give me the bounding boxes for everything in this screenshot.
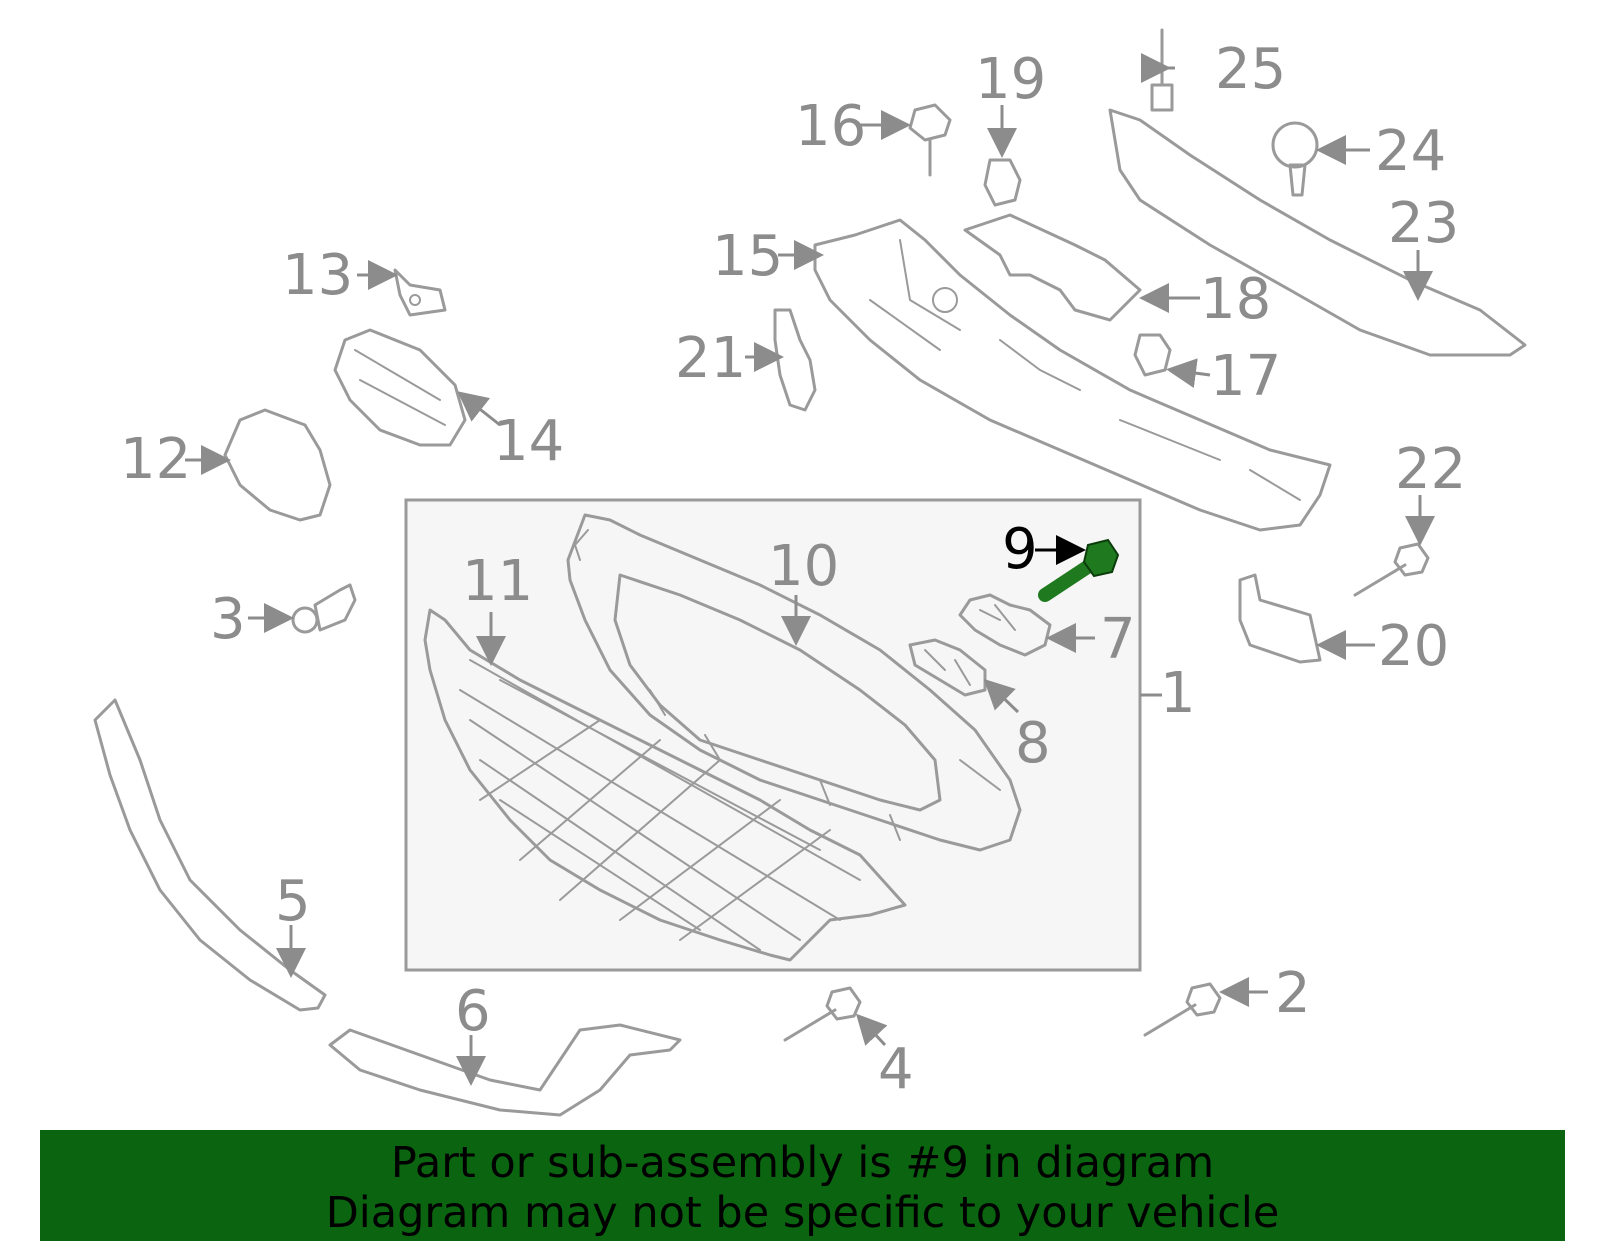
callout-3: 3 xyxy=(210,587,246,652)
part-13-clip[interactable] xyxy=(393,268,447,317)
callout-10: 10 xyxy=(768,534,839,599)
callout-16: 16 xyxy=(795,94,866,159)
callout-4: 4 xyxy=(878,1037,914,1102)
part-23-upper-trim[interactable] xyxy=(1108,108,1527,357)
callout-7: 7 xyxy=(1100,607,1136,672)
part-22-bolt[interactable] xyxy=(1353,542,1430,597)
callout-21: 21 xyxy=(675,326,746,391)
part-5-side-molding[interactable] xyxy=(93,698,327,1012)
leader-4 xyxy=(855,1013,888,1047)
part-20-bracket[interactable] xyxy=(1238,573,1322,664)
callout-14: 14 xyxy=(493,409,564,474)
callout-11: 11 xyxy=(462,549,533,614)
callout-17: 17 xyxy=(1210,344,1281,409)
callout-18: 18 xyxy=(1200,267,1271,332)
leader-14 xyxy=(457,391,501,427)
part-24-clip[interactable] xyxy=(1271,121,1319,197)
callout-2: 2 xyxy=(1275,961,1311,1026)
callout-24: 24 xyxy=(1375,119,1446,184)
callout-25: 25 xyxy=(1215,37,1286,102)
leader-17 xyxy=(1166,358,1211,389)
part-12-lens[interactable] xyxy=(223,408,332,522)
assembly-group-box xyxy=(404,498,1142,972)
callout-15: 15 xyxy=(712,224,783,289)
callout-13: 13 xyxy=(282,243,353,308)
banner-disclaimer: Diagram may not be specific to your vehi… xyxy=(325,1188,1280,1238)
part-3-push-clip[interactable] xyxy=(291,583,357,634)
callout-6: 6 xyxy=(455,979,491,1044)
banner-part-note: Part or sub-assembly is #9 in diagram xyxy=(390,1138,1215,1188)
part-19-clip[interactable] xyxy=(983,158,1022,207)
callout-5: 5 xyxy=(275,869,311,934)
part-16-bolt[interactable] xyxy=(908,103,952,177)
part-7-bracket[interactable] xyxy=(958,593,1052,657)
part-10-grille-frame[interactable] xyxy=(566,513,1022,852)
callout-22: 22 xyxy=(1395,437,1466,502)
part-11-mesh-grille[interactable] xyxy=(423,608,907,962)
callout-12: 12 xyxy=(120,427,191,492)
callout-19: 19 xyxy=(975,47,1046,112)
part-6-lower-molding[interactable] xyxy=(328,1023,682,1117)
callout-20: 20 xyxy=(1378,614,1449,679)
info-banner: Part or sub-assembly is #9 in diagram Di… xyxy=(40,1130,1565,1241)
part-15-support-panel[interactable] xyxy=(813,218,1332,532)
part-21-bracket[interactable] xyxy=(773,308,817,412)
part-25-stud[interactable] xyxy=(1150,28,1174,112)
callout-8: 8 xyxy=(1015,711,1051,776)
part-2-bolt[interactable] xyxy=(1143,982,1222,1037)
part-18-cover-plate[interactable] xyxy=(963,213,1142,322)
callout-9-highlighted: 9 xyxy=(1002,517,1038,582)
part-14-ring[interactable] xyxy=(333,328,467,447)
part-4-bolt[interactable] xyxy=(783,986,862,1042)
leader-8 xyxy=(983,678,1020,714)
part-17-clip[interactable] xyxy=(1133,333,1172,377)
callout-1: 1 xyxy=(1160,661,1196,726)
callout-23: 23 xyxy=(1388,191,1459,256)
